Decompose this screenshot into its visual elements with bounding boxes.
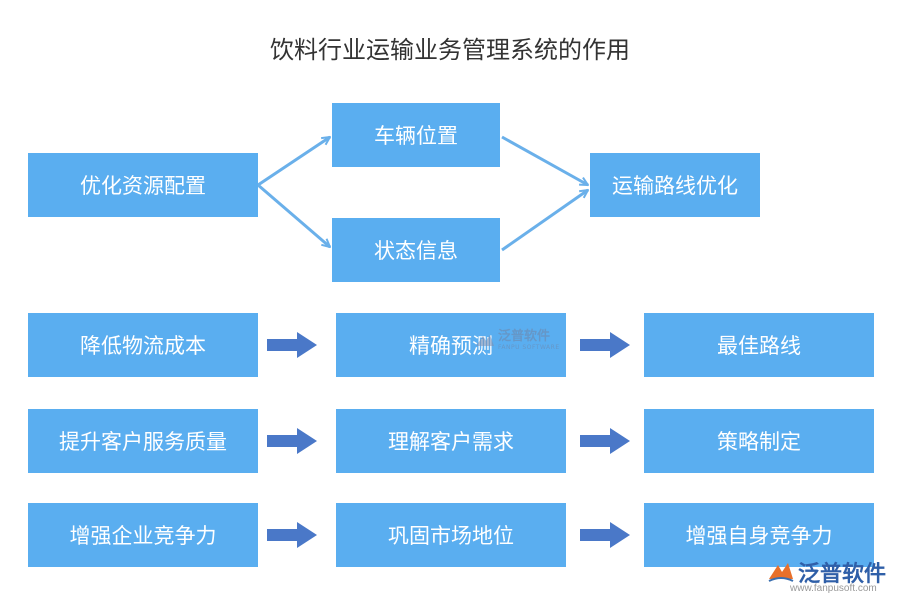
row3-end-box: 增强自身竞争力 [644, 503, 874, 567]
row2-start-box: 提升客户服务质量 [28, 409, 258, 473]
row2-arrow-1 [267, 428, 317, 454]
box-vehicle-location: 车辆位置 [332, 103, 500, 167]
row1-end-box: 最佳路线 [644, 313, 874, 377]
connector-status-to-target [501, 190, 588, 252]
row1-start-box: 降低物流成本 [28, 313, 258, 377]
row2-middle-box: 理解客户需求 [336, 409, 566, 473]
watermark-center-brand: 泛普软件 [498, 329, 551, 344]
row2-arrow-2 [580, 428, 630, 454]
box-route-optimization: 运输路线优化 [590, 153, 760, 217]
box-status-info: 状态信息 [332, 218, 500, 282]
row1-arrow-2 [580, 332, 630, 358]
connector-source-to-vehicle [257, 135, 330, 187]
row3-middle-box: 巩固市场地位 [336, 503, 566, 567]
row3-arrow-1 [267, 522, 317, 548]
watermark-corner-brand: 泛普软件 [798, 562, 887, 587]
connector-vehicle-to-target [501, 135, 588, 187]
watermark-url: www.fanpusoft.com [790, 583, 877, 594]
connector-source-to-status [257, 183, 330, 247]
watermark-center: 泛普软件 FANPU SOFTWARE [474, 330, 560, 351]
box-optimize-resources: 优化资源配置 [28, 153, 258, 217]
row2-end-box: 策略制定 [644, 409, 874, 473]
fanpu-logo-icon [476, 334, 494, 346]
watermark-corner: 泛普软件 [766, 556, 886, 588]
row1-middle-box: 精确预测 [336, 313, 566, 377]
row3-arrow-2 [580, 522, 630, 548]
fanpu-logo-icon [768, 563, 794, 582]
diagram-title: 饮料行业运输业务管理系统的作用 [270, 36, 630, 64]
row3-start-box: 增强企业竞争力 [28, 503, 258, 567]
watermark-center-sub: FANPU SOFTWARE [498, 344, 560, 351]
row1-arrow-1 [267, 332, 317, 358]
